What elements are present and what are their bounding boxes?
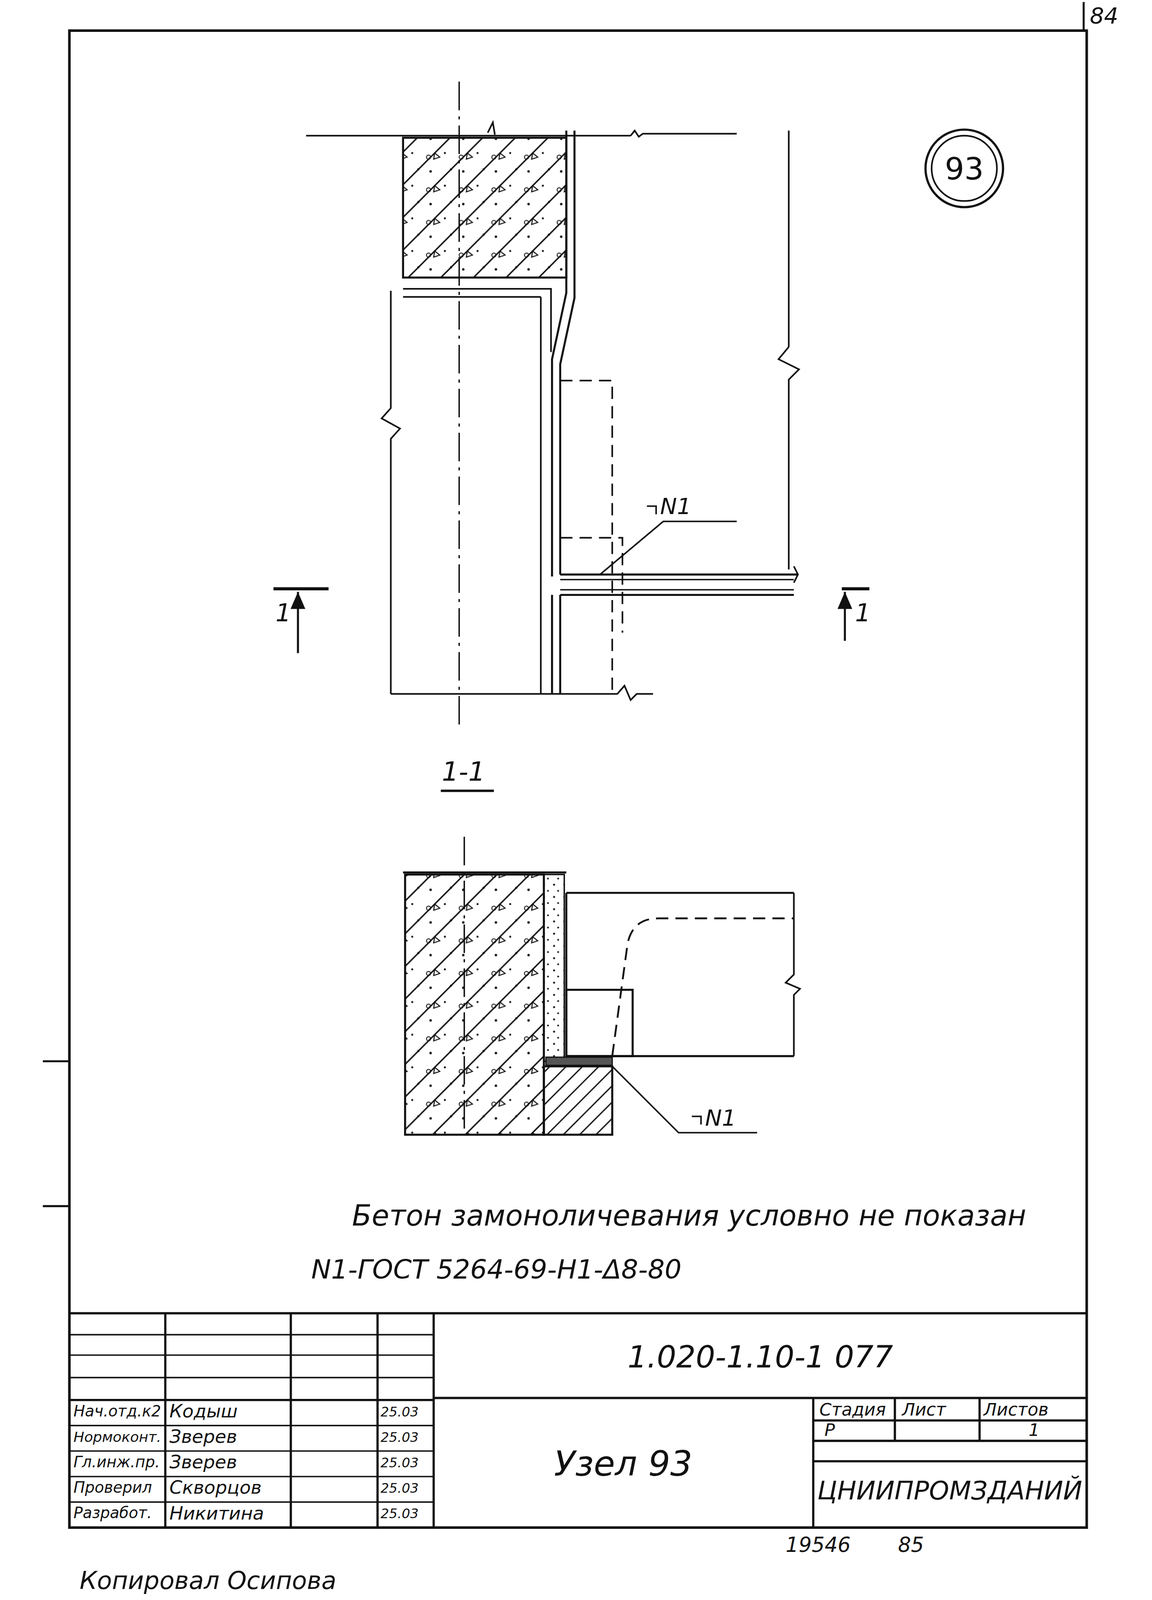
table-cell: Стадия: [819, 1399, 886, 1420]
role-cell: Гл.инж.пр.: [73, 1453, 160, 1472]
note: Бетон замоноличевания условно не показан: [352, 1200, 1027, 1233]
role-cell: Разработ.: [73, 1505, 153, 1523]
node-number: 93: [944, 150, 984, 187]
date-cell: 25.03: [380, 1430, 419, 1447]
table-cell: Лист: [901, 1399, 946, 1420]
name-cell: Скворцов: [169, 1477, 262, 1499]
role-cell: Проверил: [73, 1479, 153, 1498]
archive-number: 19546: [785, 1533, 851, 1558]
table-cell: Р: [824, 1420, 835, 1441]
date-cell: 25.03: [380, 1404, 419, 1421]
note: N1-ГОСТ 5264-69-Н1-Δ8-80: [311, 1255, 682, 1286]
node-circle: 93: [923, 127, 1006, 210]
date-cell: 25.03: [380, 1481, 419, 1497]
callout: N1: [660, 493, 692, 520]
table-cell: 1: [1028, 1420, 1040, 1441]
name-cell: Никитина: [169, 1502, 264, 1525]
name-cell: Зверев: [169, 1426, 237, 1448]
sheet-number: 84: [1089, 3, 1119, 30]
archive-number: 85: [897, 1533, 924, 1558]
name-cell: Зверев: [169, 1452, 237, 1474]
table-cell: Листов: [983, 1399, 1049, 1420]
date-cell: 25.03: [380, 1456, 419, 1472]
section-mark: 1: [275, 600, 292, 629]
drawing-title: Узел 93: [554, 1443, 693, 1484]
section-title: 1-1: [441, 757, 486, 788]
date-cell: 25.03: [380, 1507, 419, 1523]
role-cell: Нормоконт.: [73, 1428, 162, 1446]
section-mark: 1: [855, 600, 871, 629]
role-cell: Нач.отд.к2: [73, 1403, 161, 1421]
callout: N1: [704, 1105, 736, 1132]
document-code: 1.020-1.10-1 077: [627, 1339, 893, 1375]
name-cell: Кодыш: [169, 1401, 238, 1423]
copyist-note: Копировал Осипова: [79, 1567, 337, 1596]
organization: ЦНИИПРОМЗДАНИЙ: [817, 1476, 1083, 1506]
